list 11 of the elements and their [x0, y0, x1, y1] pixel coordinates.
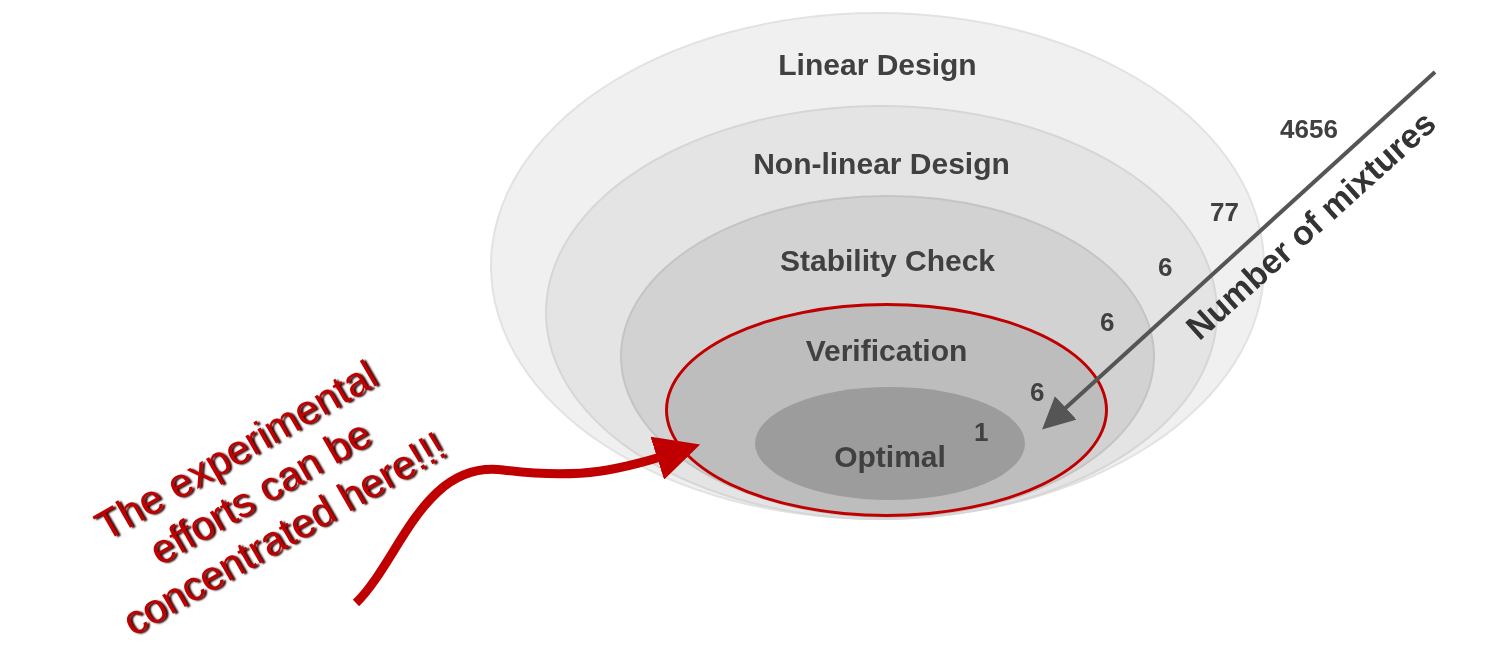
curved-arrow: [352, 436, 701, 606]
count-label: 77: [1210, 199, 1239, 225]
region-label: Linear Design: [778, 50, 977, 80]
count-label: 6: [1030, 379, 1045, 405]
count-label: 6: [1100, 309, 1115, 335]
region-label: Stability Check: [779, 246, 996, 276]
region-label: Optimal: [834, 442, 946, 472]
count-label: 1: [974, 419, 989, 445]
count-label: 6: [1158, 254, 1173, 280]
region-label: Verification: [805, 336, 968, 366]
region-label: Non-linear Design: [753, 149, 1010, 179]
